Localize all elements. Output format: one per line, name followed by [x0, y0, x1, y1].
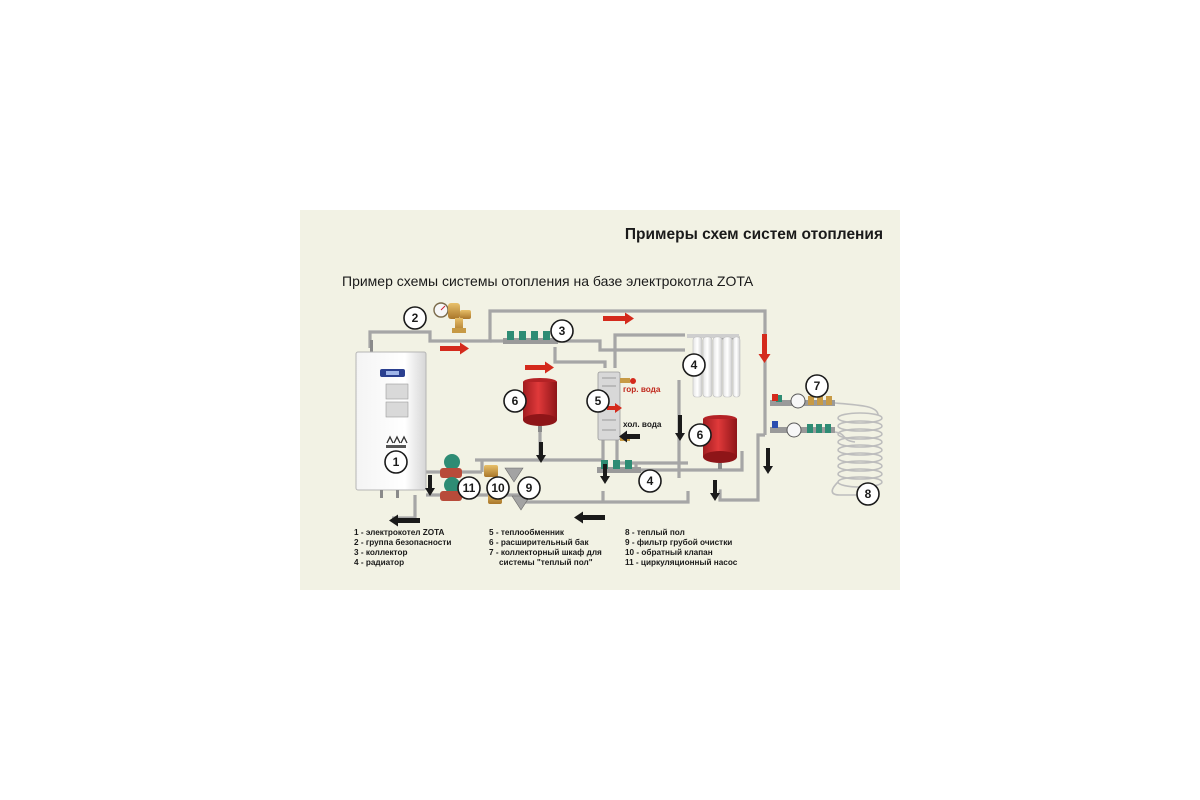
legend-item: 5 - теплообменник: [489, 527, 565, 537]
radiator: [687, 334, 741, 398]
arrow-down-return: [763, 448, 773, 474]
flow-arrows-hot: [440, 312, 771, 413]
svg-text:4: 4: [691, 358, 698, 372]
arrow-right-hot-2: [603, 312, 634, 325]
expansion-tank-left: [523, 378, 557, 432]
marker-6-right: 6: [688, 423, 712, 447]
svg-text:5: 5: [595, 394, 602, 408]
marker-6-left: 6: [503, 389, 527, 413]
marker-11: 11: [457, 476, 481, 500]
marker-4-radiator: 4: [682, 353, 706, 377]
svg-text:2: 2: [412, 311, 419, 325]
legend-item: 2 - группа безопасности: [354, 537, 451, 547]
legend-item: 6 - расширительный бак: [489, 537, 589, 547]
circulation-pumps: [440, 454, 462, 501]
arrow-down-4: [675, 415, 685, 441]
arrow-left-cold: [619, 430, 640, 443]
flow-arrows-cold: [389, 415, 773, 527]
legend-item: 1 - электрокотел ZOTA: [354, 528, 444, 537]
marker-3: 3: [550, 319, 574, 343]
diagram-subtitle: Пример схемы системы отопления на базе э…: [342, 273, 754, 289]
arrow-down-hot: [758, 334, 771, 363]
svg-text:7: 7: [814, 379, 821, 393]
legend-item: системы "теплый пол": [499, 558, 593, 567]
diagram-title: Примеры схем систем отопления: [625, 226, 883, 243]
arrow-down-collector: [600, 464, 610, 484]
marker-2: 2: [403, 306, 427, 330]
arrow-left-boiler: [389, 514, 420, 527]
svg-text:1: 1: [393, 455, 400, 469]
legend-item: 11 - циркуляционный насос: [625, 558, 738, 567]
legend-item: 8 - теплый пол: [625, 528, 685, 537]
svg-text:11: 11: [463, 481, 476, 495]
hot-water-label: гор. вода: [623, 385, 661, 394]
heating-scheme-panel: Примеры схем систем отопления Пример схе…: [300, 210, 900, 590]
arrow-right-hot-3: [525, 361, 554, 374]
svg-text:9: 9: [526, 481, 533, 495]
arrow-right-hot-small: [607, 403, 622, 413]
marker-4-collector: 4: [638, 469, 662, 493]
marker-8: 8: [856, 482, 880, 506]
arrow-down-pump: [425, 475, 435, 496]
marker-10: 10: [486, 476, 510, 500]
cold-water-label: хол. вода: [623, 420, 662, 429]
svg-text:6: 6: [512, 394, 519, 408]
svg-text:4: 4: [647, 474, 654, 488]
coarse-filters: [504, 467, 531, 511]
arrow-down-tank: [536, 442, 546, 463]
marker-5: 5: [586, 389, 610, 413]
legend-item: 3 - коллектор: [354, 548, 407, 557]
underfloor-heating-coil: [831, 402, 883, 496]
svg-text:6: 6: [697, 428, 704, 442]
arrow-left-return: [574, 511, 605, 524]
legend-item: 7 - коллекторный шкаф для: [489, 548, 602, 557]
legend-item: 10 - обратный клапан: [625, 547, 713, 557]
legend-item: 9 - фильтр грубой очистки: [625, 537, 732, 547]
svg-text:10: 10: [491, 481, 505, 495]
safety-group: [433, 302, 471, 333]
collector-3: [503, 331, 558, 344]
marker-7: 7: [805, 374, 829, 398]
heating-scheme-diagram: Примеры схем систем отопления Пример схе…: [342, 226, 883, 567]
legend-item: 4 - радиатор: [354, 558, 404, 567]
arrow-right-hot-1: [440, 342, 469, 355]
svg-text:3: 3: [559, 324, 566, 338]
arrow-down-tank-right: [710, 480, 720, 501]
legend: 1 - электрокотел ZOTA 2 - группа безопас…: [354, 527, 738, 567]
electric-boiler: [355, 340, 427, 498]
marker-9: 9: [517, 476, 541, 500]
underfloor-collector: [770, 393, 835, 438]
expansion-tank-right: [703, 415, 737, 469]
marker-1: 1: [384, 450, 408, 474]
svg-text:8: 8: [865, 487, 872, 501]
